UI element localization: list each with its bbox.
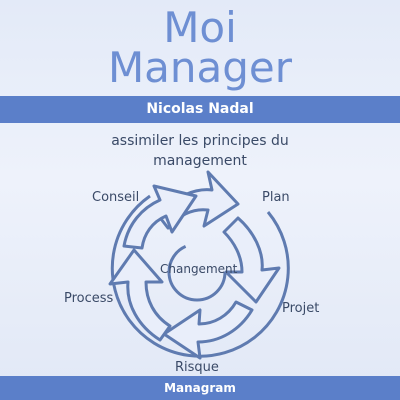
arrow-shape-5	[122, 184, 198, 250]
subtitle: assimiler les principes du management	[0, 131, 400, 171]
label-conseil: Conseil	[92, 190, 140, 205]
center-label: Changement	[160, 262, 238, 276]
author-band: Nicolas Nadal	[0, 96, 400, 123]
label-process: Process	[64, 291, 114, 306]
subtitle-line-2: management	[153, 153, 247, 169]
label-plan: Plan	[262, 190, 290, 205]
title-line-1: Moi	[163, 3, 237, 52]
label-projet: Projet	[282, 301, 320, 316]
publisher-band: Managram	[0, 376, 400, 400]
label-risque: Risque	[175, 360, 219, 375]
arrow-shape-4	[108, 248, 172, 342]
subtitle-line-1: assimiler les principes du	[111, 133, 289, 149]
title-line-2: Manager	[107, 43, 293, 92]
outer-ring	[110, 194, 290, 358]
arrow-shape-3	[162, 300, 254, 360]
arrow-shape-2	[222, 216, 281, 304]
